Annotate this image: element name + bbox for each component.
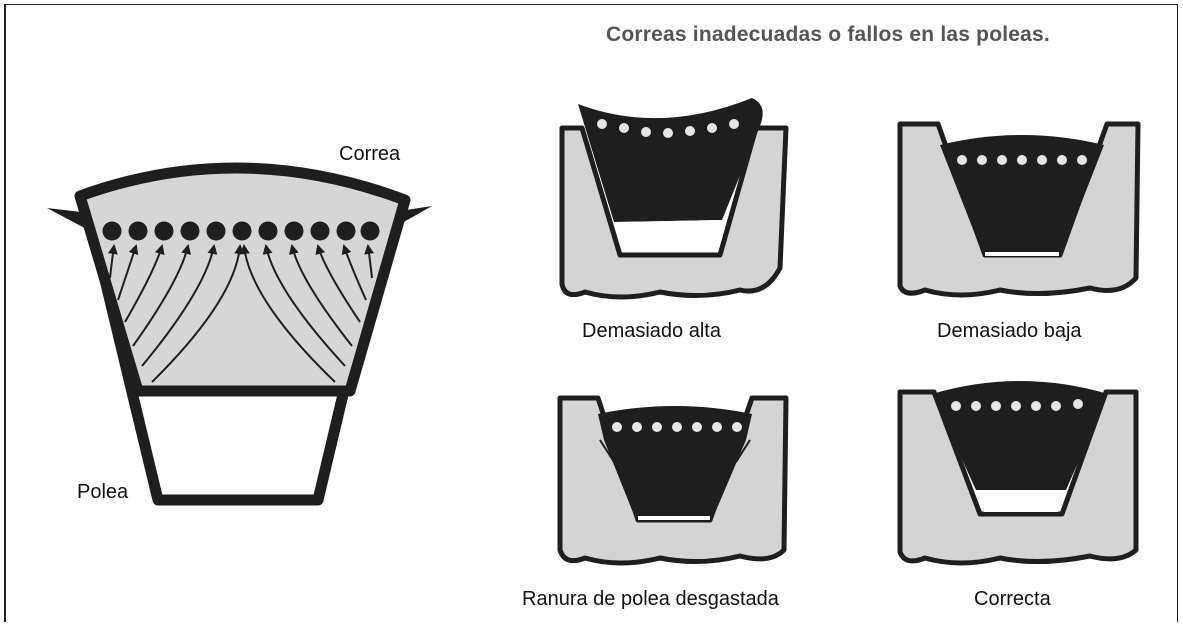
belt-label: Correa: [339, 143, 401, 165]
case-label-worn: Ranura de polea desgastada: [522, 588, 779, 610]
case-high-diagram: [559, 98, 789, 300]
case-correct-diagram: [897, 381, 1139, 566]
pulley-label: Polea: [77, 481, 129, 503]
case-worn-diagram: [557, 395, 789, 566]
force-lines: [107, 244, 375, 383]
figure-frame: [4, 4, 1178, 622]
case-low-diagram: [897, 121, 1141, 298]
figure-title: Correas inadecuadas o fallos en las pole…: [606, 23, 1050, 46]
main-cross-section: [47, 162, 432, 506]
case-label-high: Demasiado alta: [582, 320, 721, 342]
case-label-low: Demasiado baja: [937, 320, 1082, 342]
case-label-correct: Correcta: [974, 588, 1051, 610]
belt-cords: [102, 221, 380, 241]
